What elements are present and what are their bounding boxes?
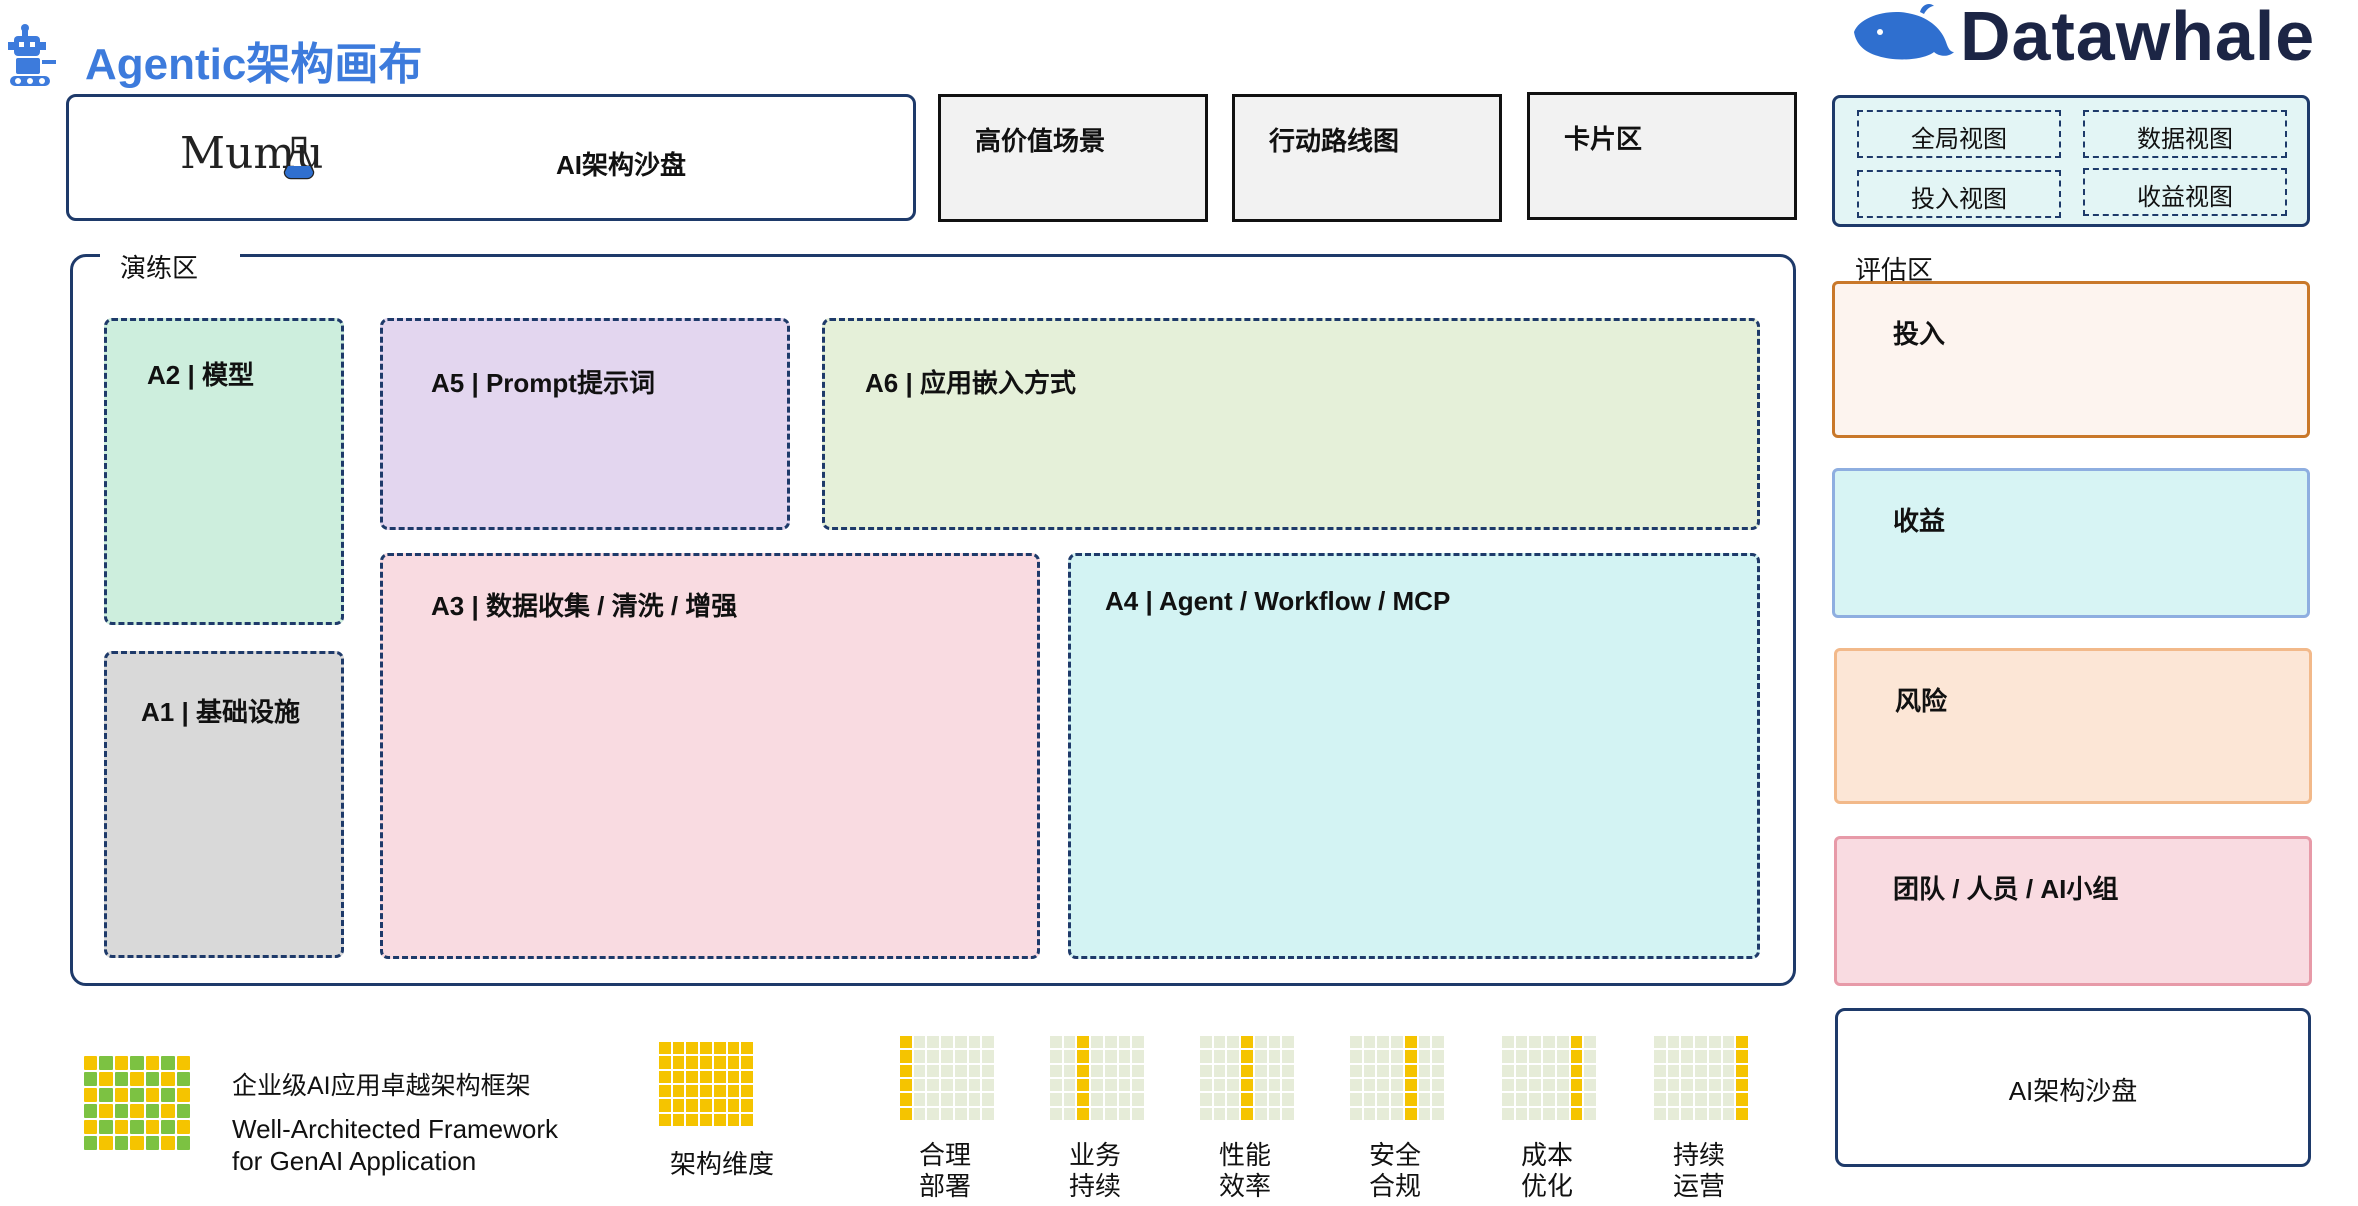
pillar-grid-icon	[1654, 1036, 1748, 1120]
card-area[interactable]: 卡片区	[1527, 92, 1797, 220]
view-panel: 全局视图 数据视图 投入视图 收益视图	[1832, 95, 2310, 227]
zone-a4-label: A4 | Agent / Workflow / MCP	[1105, 586, 1451, 616]
roadmap-card-label: 行动路线图	[1269, 126, 1400, 156]
pillar-label-line2: 效率	[1218, 1171, 1271, 1201]
eval-label-background	[1836, 246, 1976, 280]
zone-a6-embedding[interactable]: A6 | 应用嵌入方式	[822, 318, 1760, 530]
pillar-grid-icon	[1050, 1036, 1144, 1120]
zone-a6-label: A6 | 应用嵌入方式	[865, 368, 1076, 398]
sandbox-bottom-label: AI架构沙盘	[2008, 1076, 2138, 1106]
ai-sandbox-card[interactable]	[66, 94, 916, 221]
framework-title-en-line1: Well-Architected Framework	[232, 1114, 559, 1144]
zone-a5-label: A5 | Prompt提示词	[431, 368, 655, 398]
flask-icon	[283, 136, 315, 180]
pillar-label: 安全合规	[1348, 1140, 1442, 1202]
pillar-label-line2: 运营	[1672, 1171, 1725, 1201]
brand-name: Datawhale	[1960, 0, 2316, 75]
eval-input-label: 投入	[1893, 319, 1946, 349]
whale-icon	[1854, 4, 1954, 60]
sandbox-card-label: AI架构沙盘	[556, 150, 687, 180]
eval-gain-box[interactable]: 收益	[1832, 468, 2310, 618]
pillar-label: 合理部署	[898, 1140, 992, 1202]
pillar-label: 成本优化	[1500, 1140, 1594, 1202]
zone-a1-infrastructure[interactable]: A1 | 基础设施	[104, 651, 344, 958]
input-view-label: 投入视图	[1911, 186, 2007, 213]
eval-team-box[interactable]: 团队 / 人员 / AI小组	[1834, 836, 2312, 986]
dimension-label: 架构维度	[670, 1149, 775, 1179]
pillar-grid-icon	[1200, 1036, 1294, 1120]
framework-grid-icon	[84, 1056, 190, 1150]
card-area-label: 卡片区	[1564, 124, 1643, 154]
pillar-label-line1: 安全	[1368, 1140, 1421, 1170]
pillar-label-line2: 持续	[1068, 1171, 1121, 1201]
high-value-scene-card[interactable]: 高价值场景	[938, 94, 1208, 222]
framework-title-cn: 企业级AI应用卓越架构框架	[232, 1072, 531, 1100]
pillar-grid-icon	[900, 1036, 994, 1120]
pillar-label-line1: 业务	[1068, 1140, 1121, 1170]
zone-a2-label: A2 | 模型	[147, 360, 254, 390]
framework-title-en-line2: for GenAI Application	[232, 1146, 477, 1176]
action-roadmap-card[interactable]: 行动路线图	[1232, 94, 1502, 222]
zone-a1-label: A1 | 基础设施	[141, 697, 300, 727]
eval-risk-label: 风险	[1895, 686, 1948, 716]
pillar-grid-icon	[1502, 1036, 1596, 1120]
gain-view-button[interactable]: 收益视图	[2083, 168, 2287, 216]
zone-a3-label: A3 | 数据收集 / 清洗 / 增强	[431, 591, 738, 621]
eval-team-label: 团队 / 人员 / AI小组	[1893, 874, 2119, 904]
pillar-label-line1: 成本	[1520, 1140, 1573, 1170]
dimension-grid-icon	[659, 1042, 753, 1126]
zone-a3-data[interactable]: A3 | 数据收集 / 清洗 / 增强	[380, 553, 1040, 959]
evaluation-area-label: 评估区	[1855, 255, 1934, 285]
eval-gain-label: 收益	[1893, 506, 1946, 536]
pillar-label-line2: 优化	[1520, 1171, 1573, 1201]
ai-sandbox-bottom-card[interactable]: AI架构沙盘	[1835, 1008, 2311, 1167]
practice-area-label: 演练区	[120, 253, 199, 283]
gain-view-label: 收益视图	[2137, 184, 2233, 211]
eval-input-box[interactable]: 投入	[1832, 281, 2310, 438]
pillar-label: 业务持续	[1048, 1140, 1142, 1202]
data-view-label: 数据视图	[2137, 126, 2233, 153]
scene-card-label: 高价值场景	[975, 126, 1106, 156]
robot-icon	[8, 24, 56, 86]
data-view-button[interactable]: 数据视图	[2083, 110, 2287, 158]
practice-label-background	[100, 244, 240, 272]
global-view-button[interactable]: 全局视图	[1857, 110, 2061, 158]
pillar-label-line1: 性能	[1218, 1140, 1271, 1170]
pillar-label-line2: 合规	[1368, 1171, 1421, 1201]
global-view-label: 全局视图	[1911, 126, 2007, 153]
pillar-grid-icon	[1350, 1036, 1444, 1120]
pillar-label-line1: 持续	[1672, 1140, 1725, 1170]
pillar-label-line2: 部署	[918, 1171, 971, 1201]
pillar-label: 性能效率	[1198, 1140, 1292, 1202]
zone-a4-agent[interactable]: A4 | Agent / Workflow / MCP	[1068, 553, 1760, 959]
pillar-label-line1: 合理	[918, 1140, 971, 1170]
eval-risk-box[interactable]: 风险	[1834, 648, 2312, 804]
zone-a5-prompt[interactable]: A5 | Prompt提示词	[380, 318, 790, 530]
practice-area	[70, 254, 1796, 986]
zone-a2-model[interactable]: A2 | 模型	[104, 318, 344, 625]
input-view-button[interactable]: 投入视图	[1857, 170, 2061, 218]
pillar-label: 持续运营	[1652, 1140, 1746, 1202]
page-title: Agentic架构画布	[85, 40, 423, 89]
